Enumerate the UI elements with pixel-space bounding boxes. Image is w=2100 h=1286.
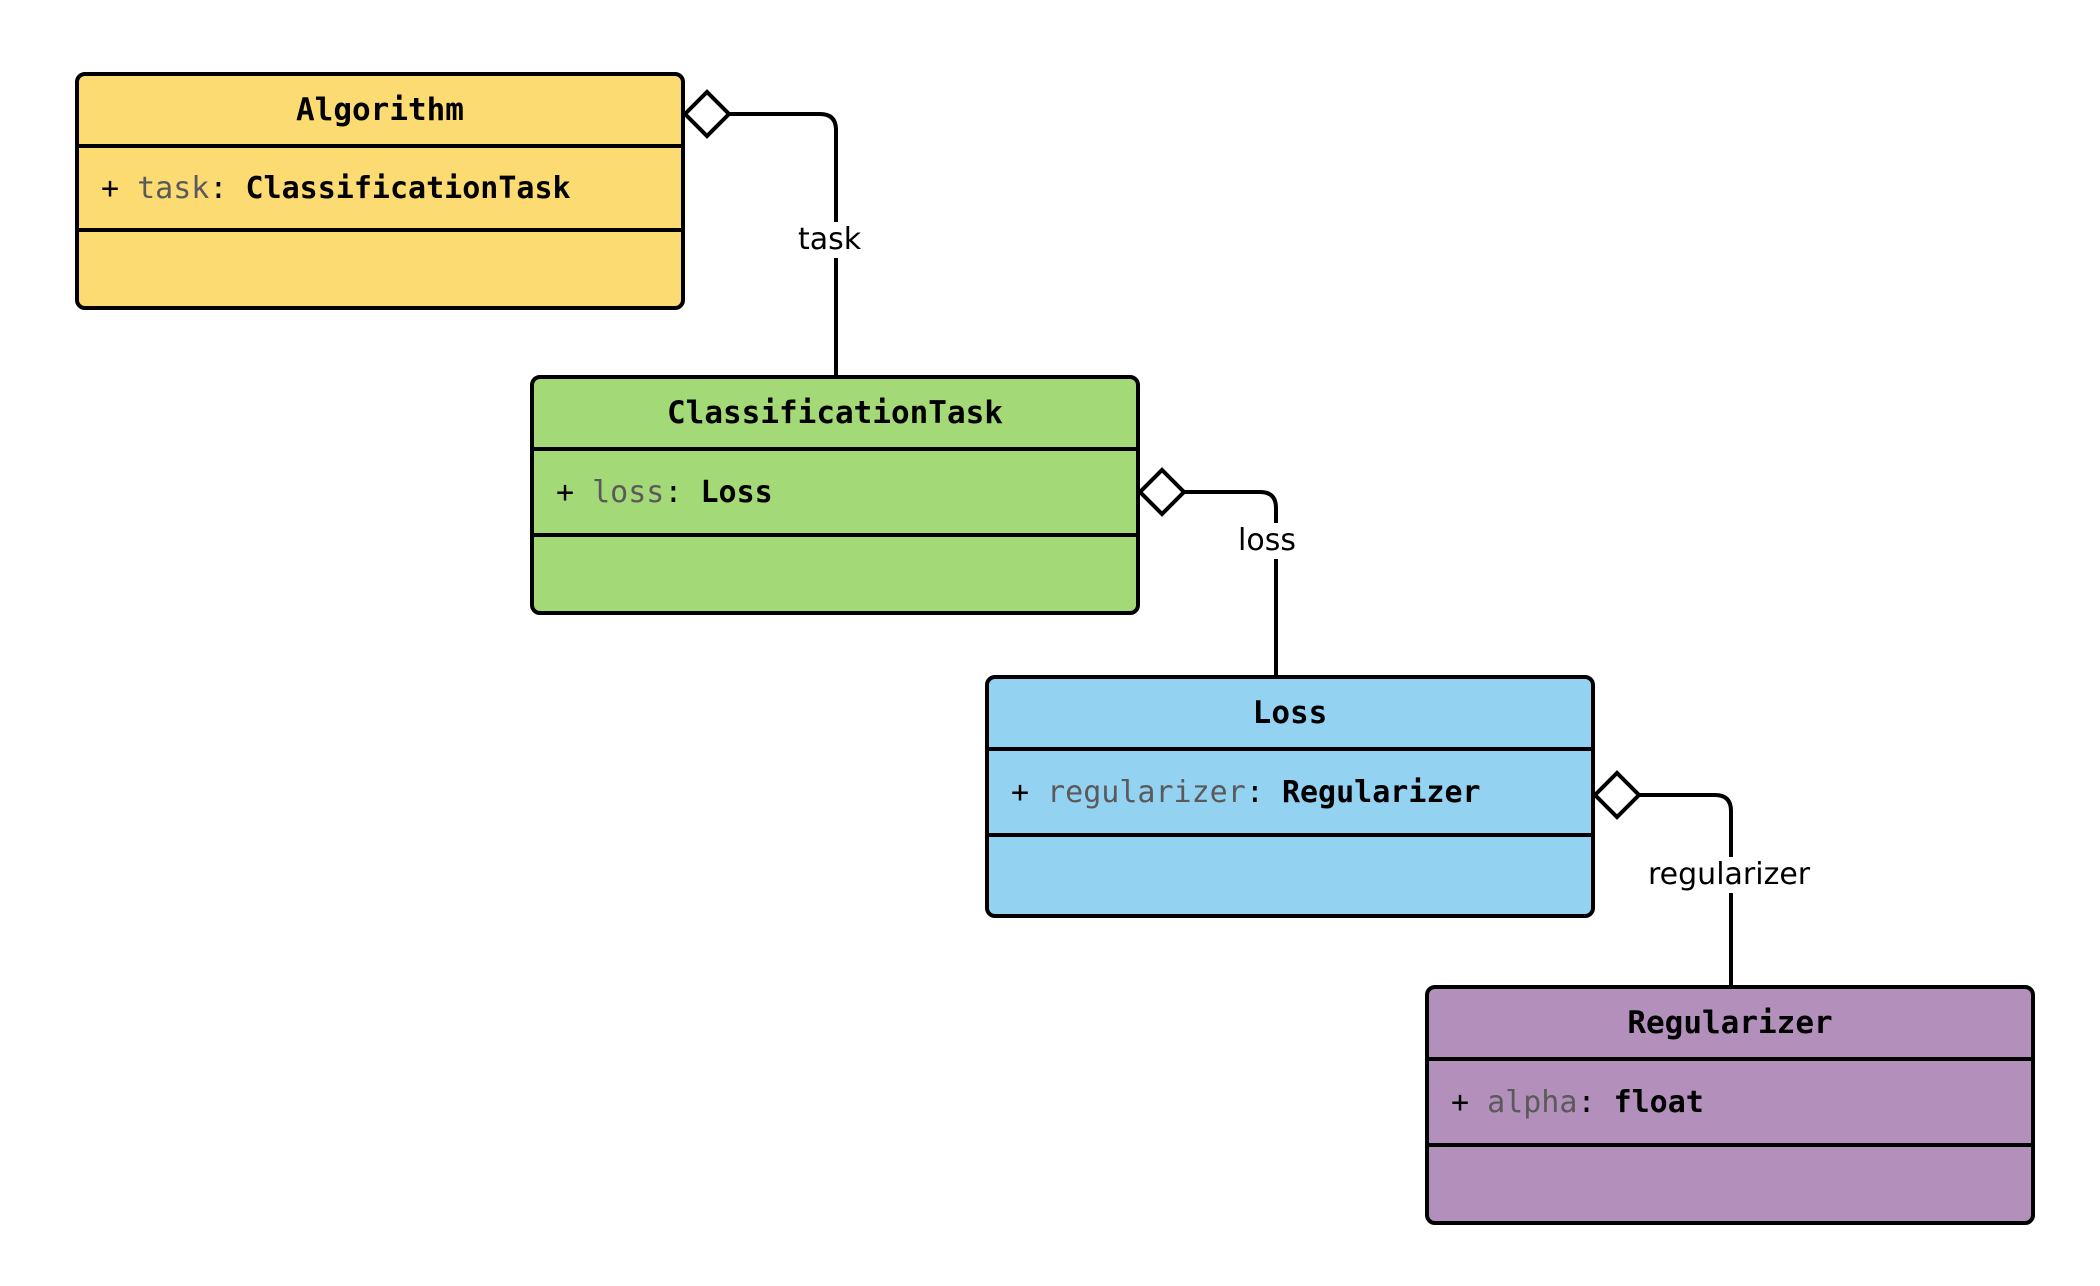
attribute-type: ClassificationTask <box>245 170 571 206</box>
attribute-name: task <box>137 170 210 206</box>
uml-class-loss-title: Loss <box>989 679 1591 751</box>
uml-class-classificationtask-methods-compartment <box>534 537 1136 611</box>
attribute-visibility: + <box>1451 1084 1470 1120</box>
attribute-separator: : <box>664 474 683 510</box>
attribute-visibility: + <box>556 474 575 510</box>
attribute-visibility: + <box>1011 774 1030 810</box>
relationship-label-regularizer: regularizer <box>1644 857 1815 893</box>
attribute-type: float <box>1613 1084 1704 1120</box>
uml-class-loss[interactable]: Loss + regularizer : Regularizer <box>985 675 1595 918</box>
attribute-type: Regularizer <box>1281 774 1481 810</box>
uml-class-algorithm-methods-compartment <box>79 232 681 306</box>
uml-class-regularizer[interactable]: Regularizer + alpha : float <box>1425 985 2035 1225</box>
aggregation-diamond-loss-icon <box>1137 467 1187 517</box>
attribute-visibility: + <box>101 170 120 206</box>
relationship-label-task: task <box>794 222 866 258</box>
aggregation-diamond-regularizer-icon <box>1592 770 1642 820</box>
attribute-name: loss <box>592 474 665 510</box>
uml-class-loss-methods-compartment <box>989 837 1591 914</box>
attribute-separator: : <box>209 170 228 206</box>
uml-class-loss-attribute-row: + regularizer : Regularizer <box>989 751 1591 837</box>
uml-class-classificationtask-title: ClassificationTask <box>534 379 1136 451</box>
attribute-type: Loss <box>700 474 773 510</box>
uml-class-algorithm-title: Algorithm <box>79 76 681 148</box>
uml-class-classificationtask[interactable]: ClassificationTask + loss : Loss <box>530 375 1140 615</box>
attribute-separator: : <box>1577 1084 1596 1120</box>
uml-class-regularizer-title: Regularizer <box>1429 989 2031 1061</box>
relationship-loss-line <box>1177 490 1278 675</box>
uml-class-algorithm[interactable]: Algorithm + task : ClassificationTask <box>75 72 685 310</box>
uml-class-classificationtask-attribute-row: + loss : Loss <box>534 451 1136 537</box>
uml-class-regularizer-attribute-row: + alpha : float <box>1429 1061 2031 1147</box>
attribute-name: alpha <box>1487 1084 1578 1120</box>
aggregation-diamond-task-icon <box>682 89 732 139</box>
relationship-label-loss: loss <box>1234 523 1300 559</box>
uml-class-algorithm-attribute-row: + task : ClassificationTask <box>79 148 681 232</box>
relationship-loss <box>1137 467 1278 675</box>
attribute-name: regularizer <box>1047 774 1246 810</box>
attribute-separator: : <box>1245 774 1264 810</box>
uml-class-regularizer-methods-compartment <box>1429 1147 2031 1221</box>
